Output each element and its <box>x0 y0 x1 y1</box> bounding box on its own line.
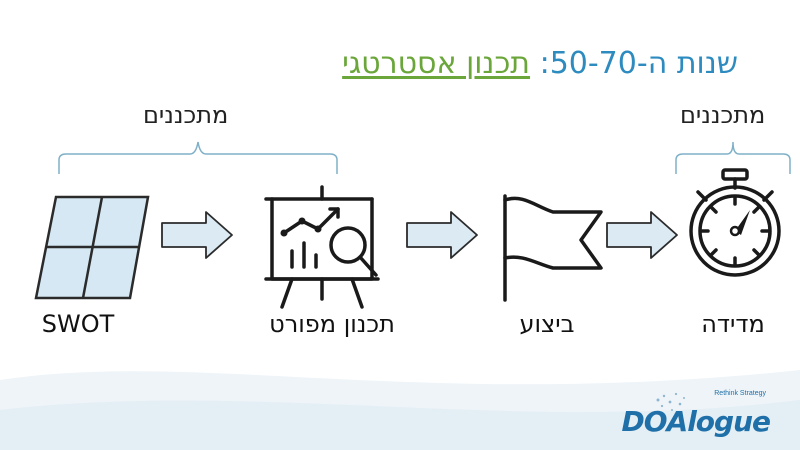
flow-arrow-1 <box>161 211 233 259</box>
swot-grid-icon <box>34 195 150 300</box>
title-link[interactable]: תכנון אסטרטגי <box>342 46 531 81</box>
step-label-swot: SWOT <box>41 310 115 338</box>
doalogue-logo: Rethink Strategy DOAlogue <box>621 388 771 438</box>
left-brace <box>58 141 338 174</box>
step-label-execution: ביצוע <box>519 310 575 338</box>
flag-icon <box>503 194 603 302</box>
logo-dots-icon <box>656 392 685 411</box>
step-label-detailed-planning: תכנון מפורט <box>269 310 395 338</box>
logo-wordmark: DOAlogue <box>621 405 771 438</box>
slide-title: שנות ה-50-70: תכנון אסטרטגי <box>342 46 738 81</box>
background-wave <box>0 370 800 450</box>
step-label-measurement: מדידה <box>701 310 765 338</box>
flow-arrow-3 <box>606 211 678 259</box>
left-bracket-label: מתכננים <box>143 101 229 129</box>
stopwatch-icon <box>689 168 781 277</box>
presentation-chart-icon <box>264 185 380 309</box>
right-bracket-label: מתכננים <box>680 101 766 129</box>
logo-tagline: Rethink Strategy <box>714 390 766 397</box>
title-prefix: שנות ה-50-70: <box>530 46 738 81</box>
right-brace <box>675 141 791 174</box>
flow-arrow-2 <box>406 211 478 259</box>
